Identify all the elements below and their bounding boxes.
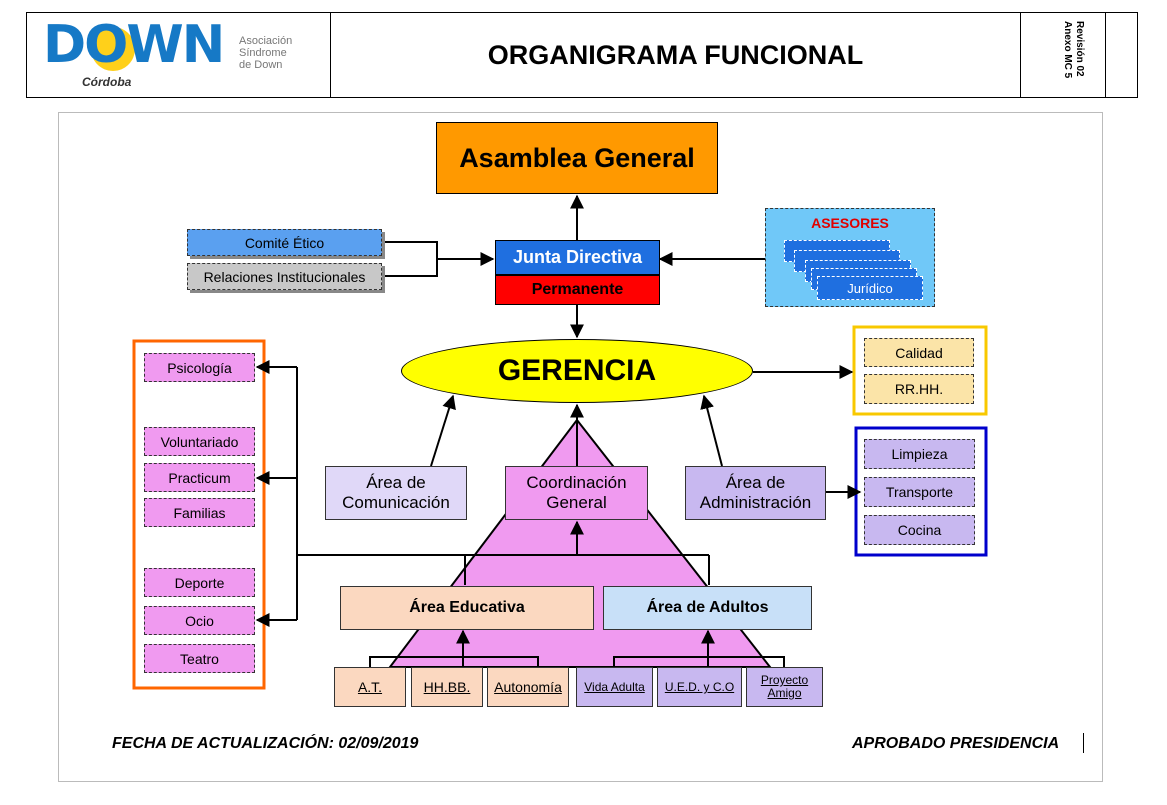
document-header: DOWN Córdoba Asociación Síndrome de Down… <box>26 12 1138 98</box>
update-date: FECHA DE ACTUALIZACIÓN: 02/09/2019 <box>112 735 419 752</box>
comite-etico-box[interactable]: Comité Ético <box>187 229 382 256</box>
coordinacion-line: General <box>546 493 607 512</box>
left-item-psicologia[interactable]: Psicología <box>144 353 255 382</box>
asesores-title: ASESORES <box>811 215 889 231</box>
transporte-label: Transporte <box>885 484 954 500</box>
left-item-practicum[interactable]: Practicum <box>144 463 255 492</box>
relaciones-institucionales-box[interactable]: Relaciones Institucionales <box>187 263 382 290</box>
edu-item-at[interactable]: A.T. <box>334 667 406 707</box>
area-comunicacion-box[interactable]: Área de Comunicación <box>325 466 467 520</box>
edu-item-hhbb[interactable]: HH.BB. <box>411 667 483 707</box>
adult-item-ued[interactable]: U.E.D. y C.O <box>657 667 742 707</box>
left-item-voluntariado[interactable]: Voluntariado <box>144 427 255 456</box>
cocina-box[interactable]: Cocina <box>864 515 975 545</box>
left-item-label: Ocio <box>185 612 214 629</box>
annex-line: Anexo MC 5 <box>1062 21 1073 79</box>
comite-label: Comité Ético <box>244 234 325 251</box>
revision-text: Revisión 02 Anexo MC 5 <box>1061 21 1085 78</box>
gerencia-label: GERENCIA <box>497 354 657 387</box>
logo-assoc-line: Asociación <box>239 35 293 47</box>
gerencia-ellipse[interactable]: GERENCIA <box>401 339 753 403</box>
area-educativa-label: Área Educativa <box>409 599 525 616</box>
left-item-label: Voluntariado <box>160 433 239 450</box>
left-item-teatro[interactable]: Teatro <box>144 644 255 673</box>
coordinacion-general-box[interactable]: Coordinación General <box>505 466 648 520</box>
transporte-box[interactable]: Transporte <box>864 477 975 507</box>
logo-city: Córdoba <box>82 75 132 89</box>
area-comunicacion-line: Comunicación <box>342 493 450 512</box>
adult-item-label: Vida Adulta <box>584 680 645 694</box>
permanente-box[interactable]: Permanente <box>495 275 660 305</box>
page-title: ORGANIGRAMA FUNCIONAL <box>331 13 1021 97</box>
area-adultos-box[interactable]: Área de Adultos <box>603 586 812 630</box>
logo-assoc-line: de Down <box>239 59 283 71</box>
edu-item-label: HH.BB. <box>423 679 471 695</box>
left-item-deporte[interactable]: Deporte <box>144 568 255 597</box>
left-item-label: Psicología <box>167 359 232 376</box>
adult-item-label: Proyecto Amigo <box>760 673 809 700</box>
area-administracion-line: Área de <box>725 473 786 492</box>
left-item-ocio[interactable]: Ocio <box>144 606 255 635</box>
logo-assoc-line: Síndrome <box>239 47 287 59</box>
asamblea-general-box[interactable]: Asamblea General <box>436 122 718 194</box>
logo: DOWN Córdoba Asociación Síndrome de Down <box>27 13 331 97</box>
left-item-label: Deporte <box>174 574 225 591</box>
limpieza-label: Limpieza <box>891 446 948 462</box>
edu-item-autonomia[interactable]: Autonomía <box>487 667 569 707</box>
revision-cell: Revisión 02 Anexo MC 5 <box>1021 13 1106 97</box>
coordinacion-line: Coordinación <box>526 473 627 492</box>
permanente-label: Permanente <box>531 281 624 298</box>
limpieza-box[interactable]: Limpieza <box>864 439 975 469</box>
juridico-card[interactable]: Jurídico <box>817 276 923 300</box>
left-item-label: Practicum <box>168 469 231 486</box>
area-administracion-line: Administración <box>699 493 812 512</box>
approval-text: APROBADO PRESIDENCIA <box>852 735 1060 752</box>
calidad-box[interactable]: Calidad <box>864 338 974 367</box>
edu-item-label: A.T. <box>357 679 383 695</box>
revision-line: Revisión 02 <box>1074 21 1085 77</box>
asesores-box[interactable]: ASESORES Jurídico <box>765 208 935 307</box>
relaciones-label: Relaciones Institucionales <box>203 268 366 285</box>
junta-directiva-box[interactable]: Junta Directiva <box>495 240 660 275</box>
logo-word: DOWN <box>43 15 225 75</box>
area-educativa-box[interactable]: Área Educativa <box>340 586 594 630</box>
logo-sun-icon <box>91 27 135 71</box>
area-adultos-label: Área de Adultos <box>646 599 769 616</box>
left-item-familias[interactable]: Familias <box>144 498 255 527</box>
cocina-label: Cocina <box>897 522 942 538</box>
logo-association: Asociación Síndrome de Down <box>239 35 292 71</box>
rrhh-label: RR.HH. <box>894 381 944 397</box>
juridico-label: Jurídico <box>847 280 893 296</box>
quality-group-box <box>852 325 988 416</box>
area-comunicacion-line: Área de <box>366 473 426 492</box>
calidad-label: Calidad <box>895 344 943 361</box>
adult-item-proyecto-amigo[interactable]: Proyecto Amigo <box>746 667 823 707</box>
area-administracion-box[interactable]: Área de Administración <box>685 466 826 520</box>
left-item-label: Teatro <box>180 650 219 667</box>
junta-label: Junta Directiva <box>512 247 643 267</box>
adult-item-label: U.E.D. y C.O <box>664 680 735 694</box>
left-group-box <box>132 339 266 690</box>
text-cursor <box>1083 733 1084 753</box>
asamblea-label: Asamblea General <box>459 142 695 173</box>
left-item-label: Familias <box>173 504 226 521</box>
edu-item-label: Autonomía <box>494 679 562 695</box>
chart-frame <box>58 112 1103 782</box>
adult-item-vida-adulta[interactable]: Vida Adulta <box>576 667 653 707</box>
rrhh-box[interactable]: RR.HH. <box>864 374 974 404</box>
